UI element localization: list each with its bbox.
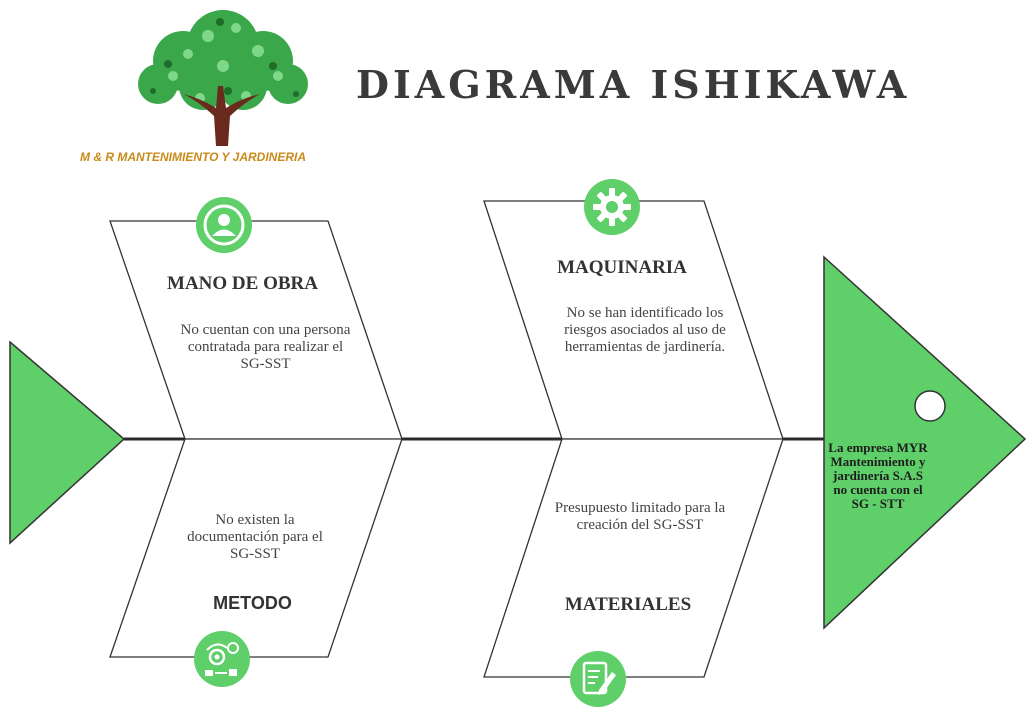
- person-icon: [196, 197, 252, 253]
- category-desc-maquinaria: No se han identificado los riesgos asoci…: [564, 305, 726, 355]
- tree-hands-icon: [138, 10, 308, 146]
- gear-icon: [584, 179, 640, 235]
- category-desc-materiales: Presupuesto limitado para la creación de…: [554, 500, 726, 533]
- category-desc-mano-de-obra: No cuentan con una persona contratada pa…: [180, 322, 351, 372]
- page-title: DIAGRAMA ISHIKAWA: [356, 62, 911, 107]
- category-label-metodo: METODO: [213, 593, 292, 613]
- category-label-maquinaria: MAQUINARIA: [557, 257, 687, 278]
- bone-metodo: [109, 438, 403, 658]
- category-label-materiales: MATERIALES: [564, 594, 692, 615]
- category-label-mano-de-obra: MANO DE OBRA: [167, 273, 318, 294]
- fish-head: [823, 255, 1027, 630]
- problem-statement: La empresa MYR Mantenimiento y jardinerí…: [828, 440, 928, 511]
- document-pen-icon: [570, 651, 626, 707]
- fish-eye: [914, 390, 946, 422]
- bone-materiales: [483, 438, 784, 678]
- fish-tail: [9, 340, 126, 545]
- category-desc-metodo: No existen la documentación para el SG-S…: [187, 512, 323, 562]
- logo-text: M & R MANTENIMIENTO Y JARDINERIA: [80, 150, 307, 164]
- process-icon: [194, 631, 250, 687]
